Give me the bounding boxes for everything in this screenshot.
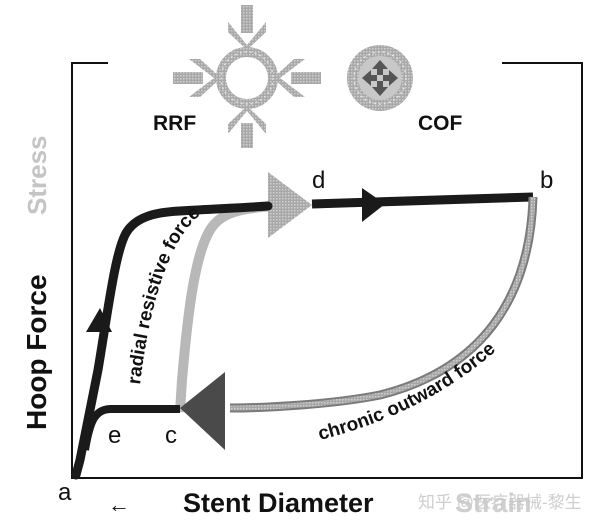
- point-label-b: b: [540, 167, 553, 194]
- plot-frame: [71, 62, 583, 479]
- point-label-a: a: [58, 479, 72, 506]
- rrf-compressed-stent-icon: [173, 5, 321, 148]
- point-label-e: e: [108, 422, 121, 449]
- rrf-label: RRF: [153, 112, 196, 135]
- y-axis-label-stress: Stress: [22, 136, 52, 216]
- chronic-outward-force-label: chronic outward force: [316, 338, 500, 445]
- point-label-d: d: [312, 167, 325, 194]
- secondary-loading-curve: [175, 201, 276, 413]
- cof-label: COF: [418, 112, 463, 135]
- point-label-c: c: [165, 422, 177, 449]
- x-axis-direction-arrow: ←: [108, 492, 130, 517]
- lower-plateau-e-to-c: [81, 405, 180, 451]
- x-axis-label-stent-diameter: Stent Diameter: [183, 488, 374, 518]
- arrowhead-to-c: [180, 372, 225, 450]
- upward-arrowhead: [86, 308, 112, 332]
- arrowhead-to-d: [268, 172, 312, 238]
- primary-loading-curve: [71, 201, 273, 480]
- plateau-d-to-b: [311, 192, 534, 209]
- x-axis-label-strain: Strain: [455, 488, 532, 518]
- rightward-arrowhead: [362, 188, 385, 222]
- cof-expanding-stent-icon: [347, 45, 413, 111]
- y-axis-label-hoop-force: Hoop Force: [21, 274, 52, 430]
- unloading-curve-texture: [229, 196, 536, 411]
- chronic-outward-force-text: chronic outward force: [316, 338, 500, 445]
- watermark-text: 知乎 @医疗器械-黎生: [418, 493, 582, 512]
